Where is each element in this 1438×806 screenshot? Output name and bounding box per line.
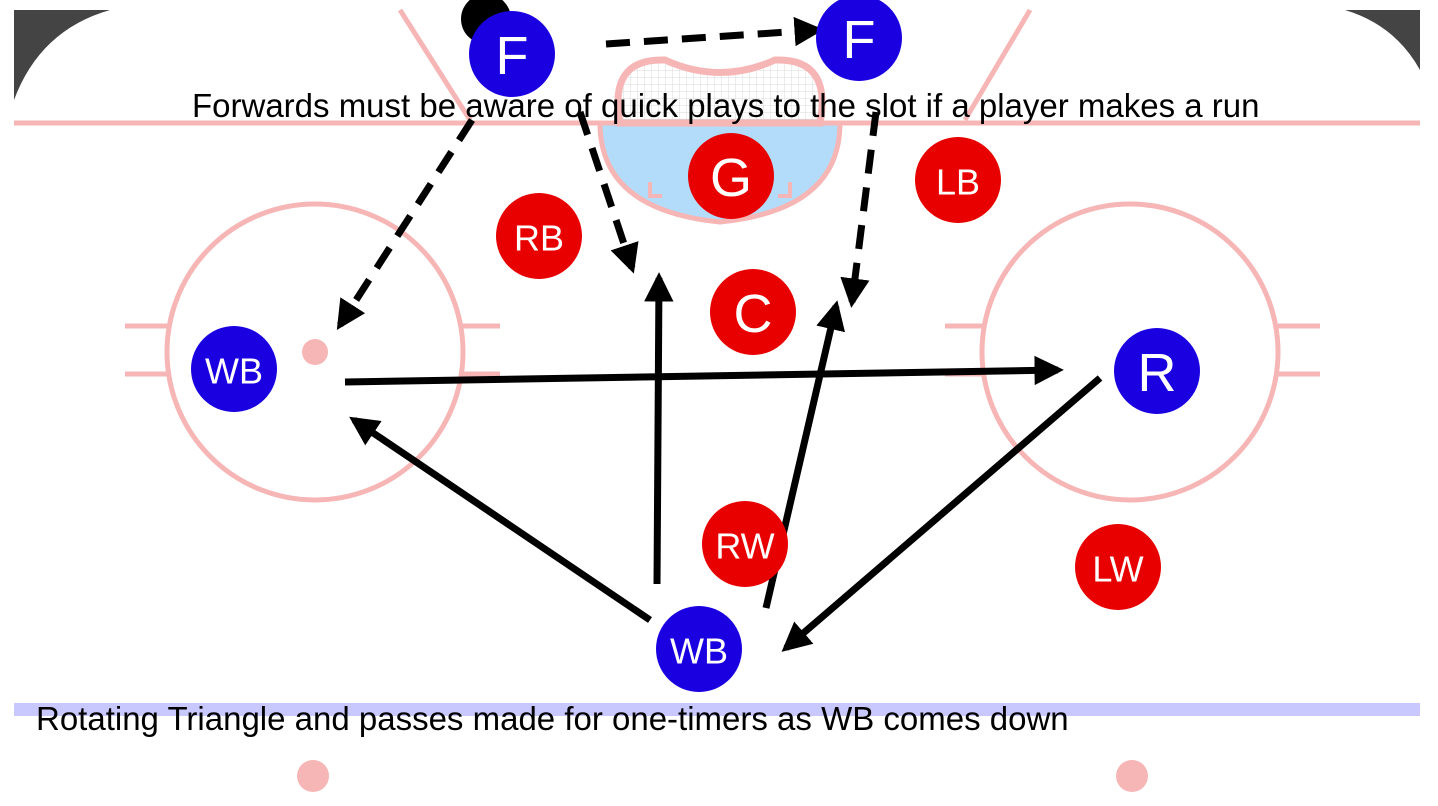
player-label: LB bbox=[936, 162, 980, 203]
player-marker bbox=[915, 137, 1001, 223]
player-marker bbox=[688, 133, 774, 219]
player-marker bbox=[496, 193, 582, 279]
player-marker bbox=[702, 501, 788, 587]
hash-diagonal-left bbox=[397, 8, 473, 122]
faceoff-circle-right bbox=[979, 201, 1281, 503]
player-label: RB bbox=[514, 218, 564, 259]
pass-arrow-dashed bbox=[840, 111, 880, 308]
player-label: WB bbox=[670, 631, 728, 672]
player-label: G bbox=[710, 148, 752, 208]
player-marker bbox=[710, 269, 796, 355]
player-label: LW bbox=[1092, 549, 1143, 590]
caption-bottom: Rotating Triangle and passes made for on… bbox=[36, 700, 1069, 737]
player-token[interactable]: G bbox=[688, 133, 774, 219]
neutral-dot-left bbox=[297, 760, 329, 792]
player-label: R bbox=[1138, 343, 1177, 403]
player-token[interactable]: C bbox=[710, 269, 796, 355]
player-marker bbox=[191, 326, 277, 412]
players: F F WB R WB G LB RB bbox=[191, 0, 1200, 692]
player-token[interactable]: LB bbox=[915, 137, 1001, 223]
neutral-dot-right bbox=[1116, 760, 1148, 792]
player-token[interactable]: F bbox=[469, 11, 555, 97]
faceoff-dot-left bbox=[302, 339, 328, 365]
player-token[interactable]: RB bbox=[496, 193, 582, 279]
crease-marks bbox=[648, 182, 792, 198]
player-label: WB bbox=[205, 351, 263, 392]
player-marker bbox=[1114, 328, 1200, 414]
player-marker bbox=[816, 0, 902, 81]
player-marker bbox=[469, 11, 555, 97]
player-label: F bbox=[496, 26, 529, 86]
pass-arrow-solid bbox=[349, 416, 652, 623]
pass-arrow-solid bbox=[781, 375, 1103, 652]
player-token[interactable]: WB bbox=[191, 326, 277, 412]
player-token[interactable]: F bbox=[816, 0, 902, 81]
player-label: RW bbox=[715, 526, 774, 567]
pass-arrows bbox=[336, 16, 1103, 652]
player-marker bbox=[656, 606, 742, 692]
pass-arrow-dashed bbox=[336, 118, 475, 330]
faceoff-circle-left bbox=[164, 201, 466, 503]
hash-diagonal-right bbox=[962, 8, 1033, 122]
board-corner-left bbox=[14, 10, 110, 100]
player-label: F bbox=[843, 10, 876, 70]
caption-top: Forwards must be aware of quick plays to… bbox=[192, 87, 1259, 124]
player-label: C bbox=[734, 284, 773, 344]
pass-arrow-solid bbox=[344, 355, 1064, 386]
pass-arrow-dashed bbox=[576, 110, 639, 274]
player-token[interactable]: WB bbox=[656, 606, 742, 692]
board-corner-right bbox=[1345, 10, 1420, 70]
player-token[interactable]: LW bbox=[1075, 524, 1161, 610]
faceoff-dots bbox=[297, 339, 1148, 792]
player-marker bbox=[1075, 524, 1161, 610]
goal-net bbox=[614, 56, 826, 127]
rink-boards bbox=[14, 10, 1420, 100]
pass-arrow-solid bbox=[644, 272, 674, 585]
player-token[interactable]: R bbox=[1114, 328, 1200, 414]
pass-arrow-dashed bbox=[605, 16, 824, 48]
player-token[interactable]: RW bbox=[702, 501, 788, 587]
blue-line bbox=[14, 703, 1420, 716]
